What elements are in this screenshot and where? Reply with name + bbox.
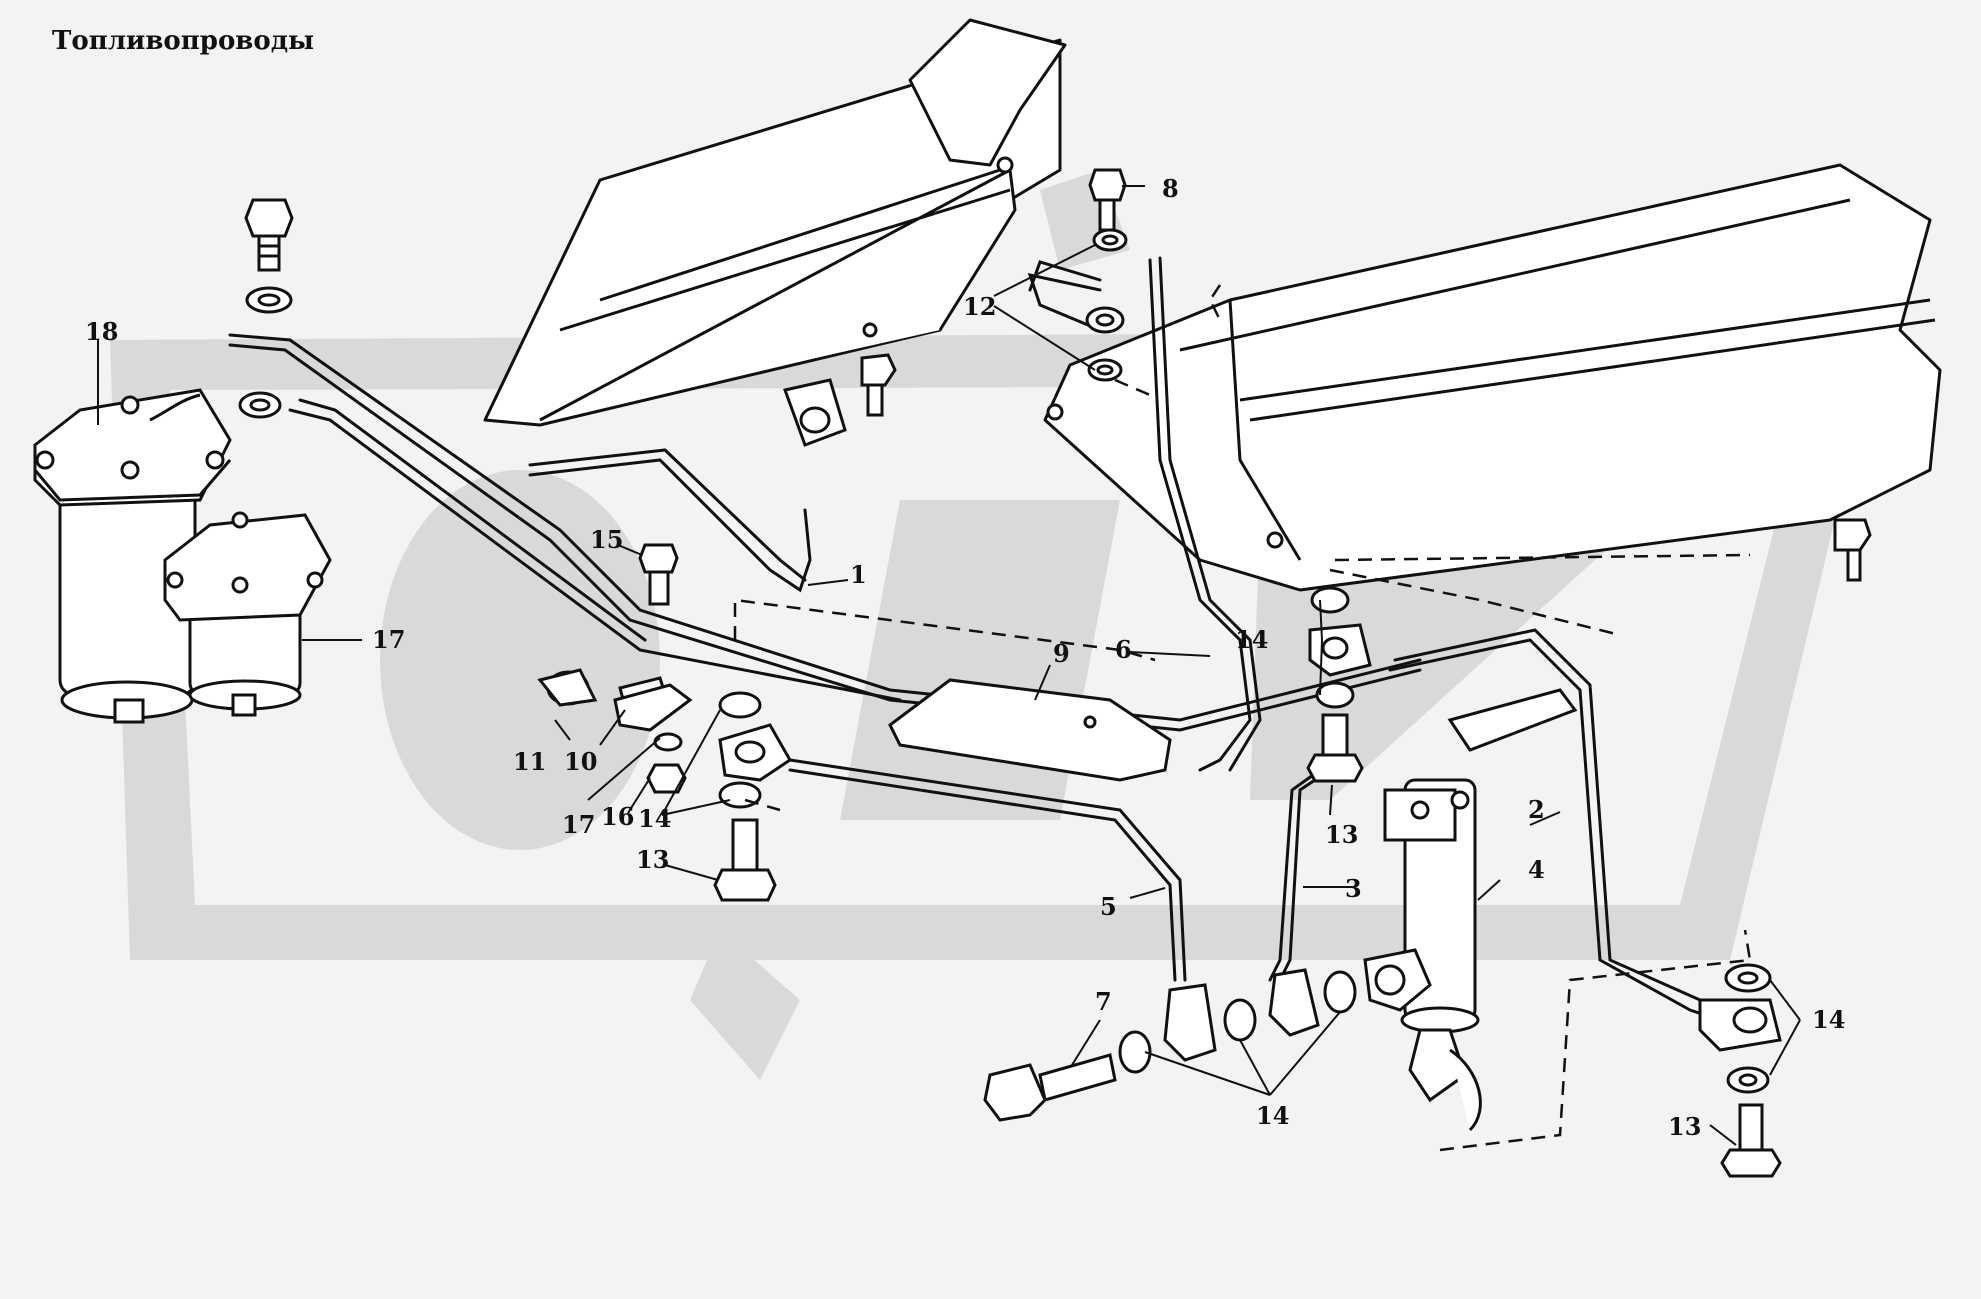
callout-12: 12 <box>963 292 996 321</box>
callout-5: 5 <box>1100 892 1117 921</box>
callout-13b: 13 <box>1325 820 1358 849</box>
callout-11: 11 <box>513 747 546 776</box>
callout-13c: 13 <box>1668 1112 1701 1141</box>
callout-8: 8 <box>1162 174 1179 203</box>
right-housing <box>1043 163 1942 592</box>
page-title: Топливопроводы <box>52 26 315 56</box>
callout-4: 4 <box>1528 855 1545 884</box>
callout-6: 6 <box>1115 635 1132 664</box>
callout-2: 2 <box>1528 795 1545 824</box>
callout-16: 16 <box>601 802 634 831</box>
fuel-filter-17 <box>163 511 332 717</box>
callout-1: 1 <box>850 560 867 589</box>
left-housing <box>483 18 1067 427</box>
pump-4 <box>1383 688 1578 1132</box>
callout-17b: 17 <box>562 810 595 839</box>
callout-14a: 14 <box>638 804 671 833</box>
callout-14c: 14 <box>1256 1101 1289 1130</box>
callout-13a: 13 <box>636 845 669 874</box>
callout-labels: 18 17 1 2 3 4 5 6 7 8 9 10 11 12 15 17 1… <box>85 174 1845 1141</box>
top-bolt <box>238 198 294 419</box>
fuel-filter-18 <box>33 388 232 724</box>
callout-10: 10 <box>564 747 597 776</box>
bracket-9 <box>888 678 1172 782</box>
callout-3: 3 <box>1345 874 1362 903</box>
callout-18: 18 <box>85 317 118 346</box>
callout-14b: 14 <box>1235 625 1268 654</box>
callout-14d: 14 <box>1812 1005 1845 1034</box>
callout-17a: 17 <box>372 625 405 654</box>
callout-leaders <box>97 185 1801 1146</box>
callout-9: 9 <box>1053 639 1070 668</box>
watermark-logo <box>110 170 1880 1080</box>
guide-lines <box>733 284 1752 1152</box>
callout-15: 15 <box>590 525 623 554</box>
callout-7: 7 <box>1095 987 1112 1016</box>
